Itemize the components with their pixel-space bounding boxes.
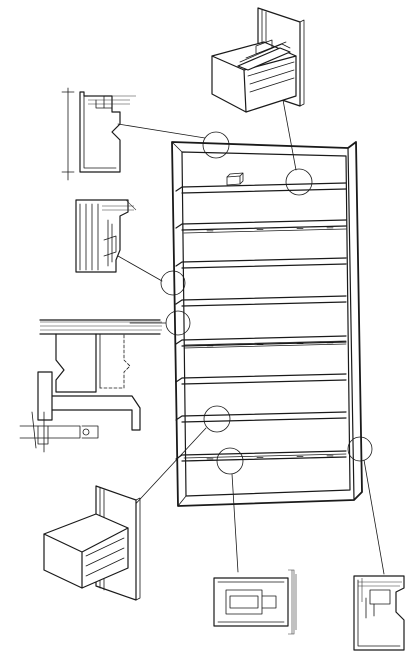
- shelf: [175, 411, 347, 423]
- callout-circle-side-upper: [160, 270, 186, 296]
- callout-circle-clip: [285, 168, 313, 196]
- detail-top-box: [211, 7, 305, 113]
- small-box-on-shelf: [226, 172, 244, 186]
- frame-side-edge: [347, 147, 355, 501]
- shelves-group: [175, 182, 347, 462]
- shelf: [175, 219, 347, 231]
- callout-circle-side-middle: [165, 310, 191, 336]
- shelf-rail: [183, 453, 347, 462]
- frame-inner: [181, 151, 351, 497]
- shelf: [175, 295, 347, 307]
- shelf-rail: [183, 340, 347, 349]
- callout-circle-bottom-rail: [216, 447, 244, 475]
- leader-lines: [117, 99, 385, 575]
- detail-side-upper-joint: [75, 199, 137, 273]
- detail-bottom-rail-section: [213, 569, 297, 635]
- callout-circle-right-edge: [347, 436, 373, 462]
- callout-circle-lower-shelf: [203, 405, 231, 433]
- callout-circles: [160, 131, 373, 475]
- callout-circle-top: [202, 131, 230, 159]
- shelf: [175, 257, 347, 269]
- shelf-rail: [183, 225, 347, 234]
- detail-lower-box: [43, 485, 141, 601]
- shelf: [175, 373, 347, 385]
- shelving-unit: [171, 141, 363, 507]
- detail-right-edge-section: [353, 575, 405, 651]
- shelf: [175, 182, 347, 194]
- detail-top-rail-section: [61, 87, 136, 181]
- detail-mounting-bracket: [19, 319, 162, 453]
- shelf: [175, 335, 347, 347]
